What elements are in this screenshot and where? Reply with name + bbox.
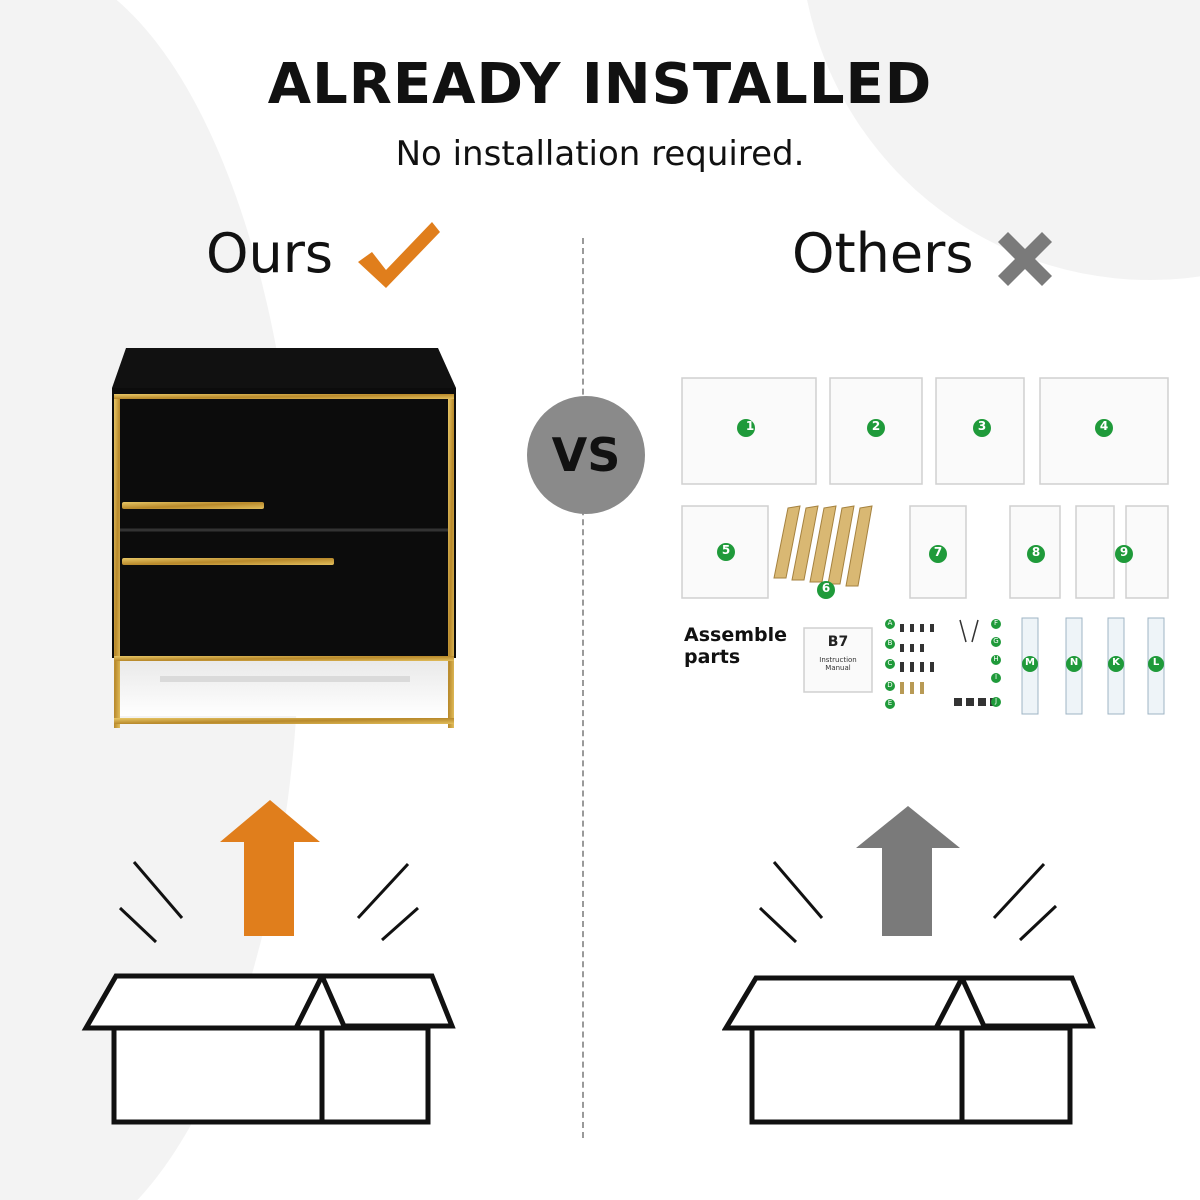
manual-code: B7 xyxy=(827,634,849,650)
hardware-letter-i: I xyxy=(994,673,998,681)
vs-badge: VS xyxy=(527,396,645,514)
hardware-letter-c: C xyxy=(887,659,893,667)
dashed-divider xyxy=(582,238,584,1138)
hardware-letter-d: D xyxy=(887,681,893,689)
part-number-9: 9 xyxy=(1119,545,1129,559)
headline: ALREADY INSTALLED xyxy=(267,52,933,117)
label-ours: Ours xyxy=(206,222,334,285)
part-number-1: 1 xyxy=(745,419,755,433)
instruction-manual: B7 Instruction Manual xyxy=(804,628,872,692)
part-number-2: 2 xyxy=(871,419,881,433)
manual-title-line-1: Instruction xyxy=(819,656,857,664)
rail-letter-k: K xyxy=(1112,657,1120,668)
hardware-letter-e: E xyxy=(887,699,893,707)
assembled-nightstand-image xyxy=(112,348,456,728)
part-number-6: 6 xyxy=(821,581,831,595)
hardware-letter-b: B xyxy=(887,639,893,647)
assemble-parts-line-1: Assemble xyxy=(684,624,788,646)
hardware-letter-h: H xyxy=(993,655,999,663)
subheadline: No installation required. xyxy=(395,134,805,174)
hardware-letter-f: F xyxy=(993,619,999,627)
part-number-4: 4 xyxy=(1099,419,1109,433)
arrow-up-icon xyxy=(220,800,320,936)
hardware-letter-a: A xyxy=(887,619,893,627)
hardware-letter-g: G xyxy=(993,637,999,645)
arrow-up-icon xyxy=(856,806,960,936)
check-icon xyxy=(358,222,440,288)
part-number-3: 3 xyxy=(977,419,987,433)
part-number-badges xyxy=(717,419,1164,709)
open-box-with-arrow-left xyxy=(81,800,456,1125)
open-box-with-arrow-right xyxy=(722,806,1096,1125)
rail-letter-n: N xyxy=(1069,657,1079,668)
hardware-letter-j: J xyxy=(994,697,998,705)
part-number-7: 7 xyxy=(933,545,943,559)
cross-icon xyxy=(998,232,1052,286)
assemble-parts-line-2: parts xyxy=(684,646,741,668)
part-number-8: 8 xyxy=(1031,545,1041,559)
label-others: Others xyxy=(792,222,974,285)
unassembled-parts-image xyxy=(681,377,1169,715)
part-number-5: 5 xyxy=(721,543,731,557)
manual-title-line-2: Manual xyxy=(825,664,851,672)
rail-letter-m: M xyxy=(1025,657,1035,668)
assemble-parts-label: Assemble parts xyxy=(684,624,787,668)
rail-letter-l: L xyxy=(1152,657,1160,668)
